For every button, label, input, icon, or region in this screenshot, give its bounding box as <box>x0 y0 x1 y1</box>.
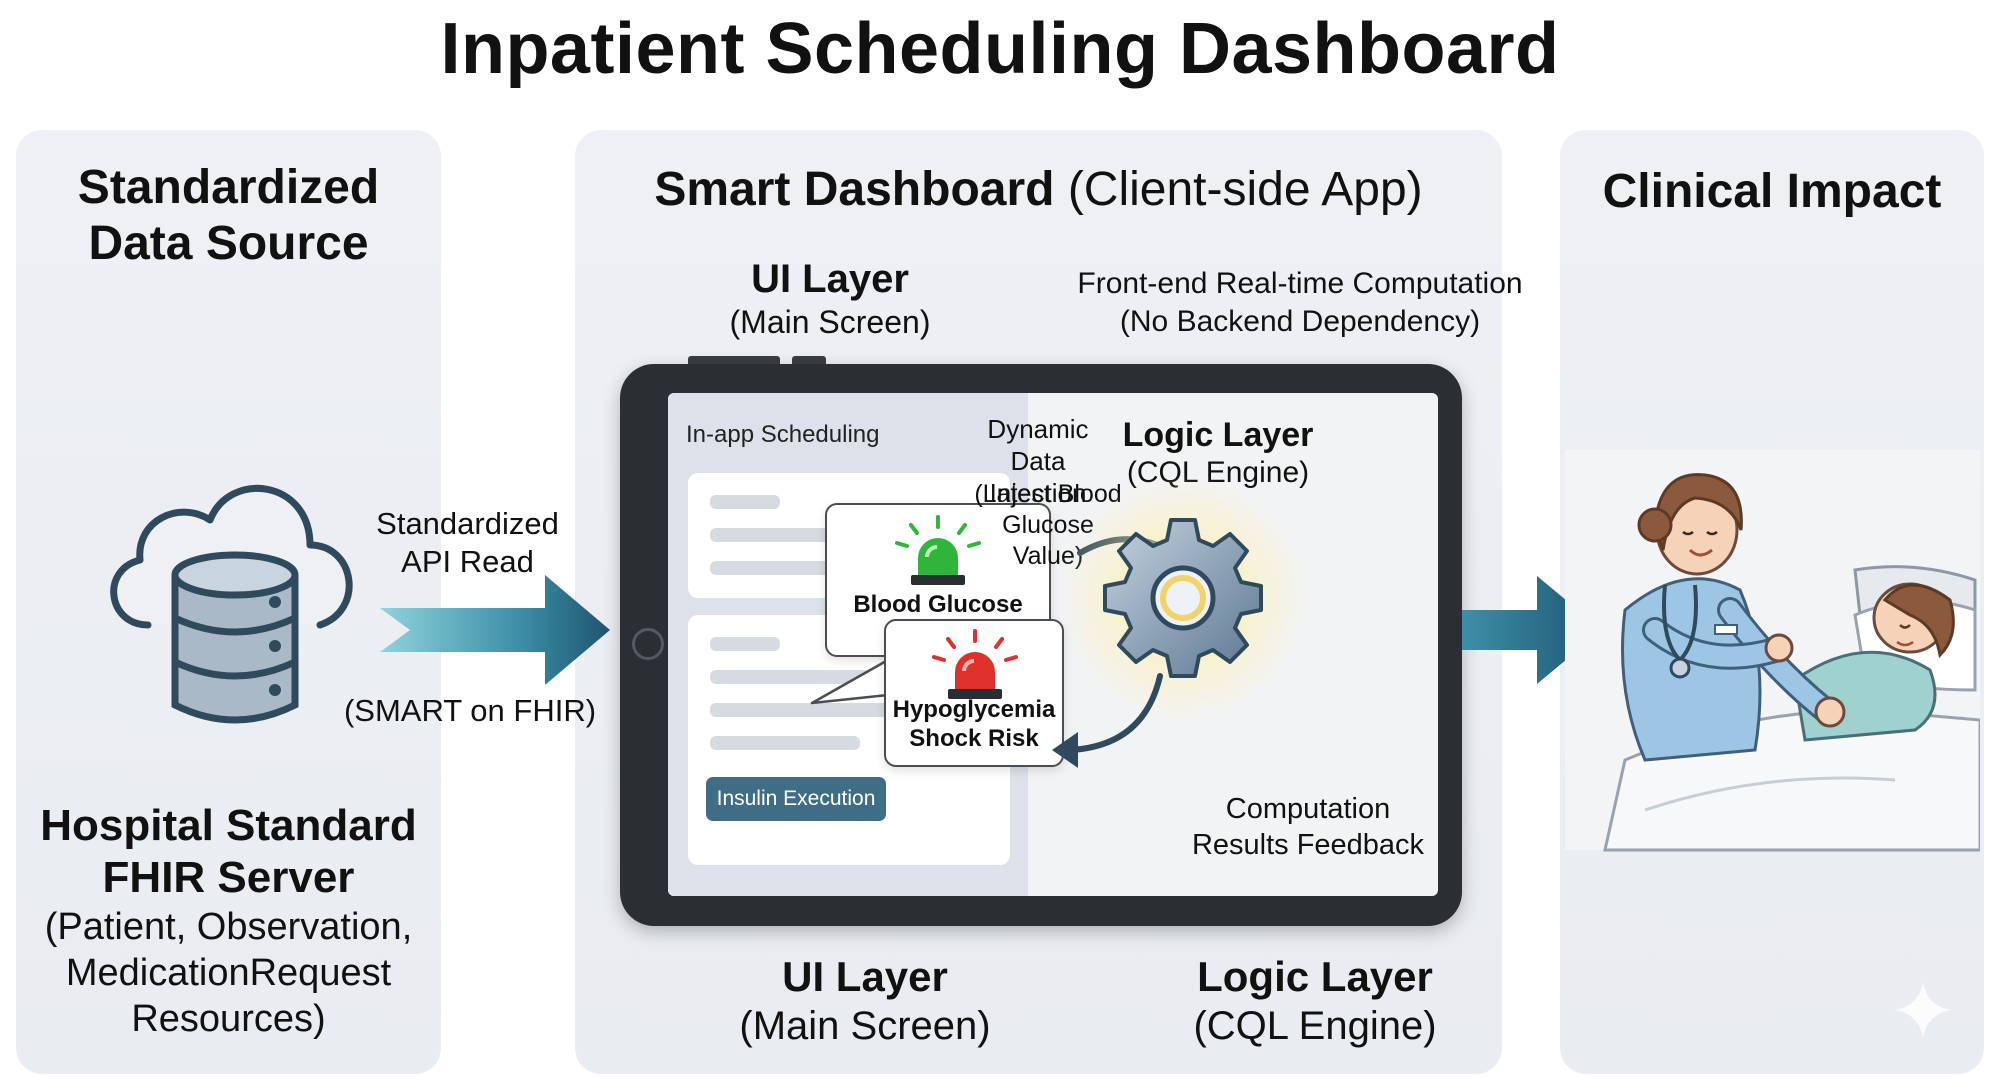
nurse-patient-illustration <box>1565 450 1980 852</box>
ui-layer-top-subtitle: (Main Screen) <box>729 304 931 340</box>
ui-layer-top-label: UI Layer (Main Screen) <box>700 256 960 342</box>
logic-layer-screen-title: Logic Layer <box>1122 416 1314 454</box>
fhir-server-title-line2: FHIR Server <box>102 853 355 902</box>
logic-layer-bottom-subtitle: (CQL Engine) <box>1193 1004 1437 1048</box>
fhir-server-title-line1: Hospital Standard <box>40 801 417 850</box>
card-line <box>710 637 780 651</box>
red-alert-text: Hypoglycemia Shock Risk <box>892 696 1056 752</box>
middle-heading-light: (Client-side App) <box>1067 163 1423 216</box>
middle-heading-bold: Smart Dashboard <box>654 163 1055 216</box>
tablet-camera <box>632 628 664 660</box>
clinical-impact-heading: Clinical Impact <box>1602 165 1942 218</box>
smart-on-fhir-label: (SMART on FHIR) <box>343 693 597 728</box>
card-line <box>710 495 780 509</box>
ui-layer-top-title: UI Layer <box>751 257 909 301</box>
left-heading-line2: Data Source <box>88 217 369 270</box>
hypoglycemia-risk-alert <box>884 619 1064 767</box>
computation-feedback-label: Computation Results Feedback <box>1191 793 1425 861</box>
sparkle-icon <box>1895 982 1951 1038</box>
api-read-label: Standardized API Read <box>376 506 559 579</box>
scheduling-label: In-app Scheduling <box>686 421 880 448</box>
fhir-server-description: (Patient, Observation, MedicationRequest… <box>44 906 413 1040</box>
left-heading-line1: Standardized <box>77 161 380 214</box>
dynamic-data-injection-label: Dynamic Data Injection <box>987 414 1089 508</box>
logic-layer-bottom-label: Logic Layer (CQL Engine) <box>1165 952 1465 1050</box>
gear-icon <box>1103 518 1263 678</box>
card-line <box>710 736 860 750</box>
fhir-server-title: Hospital Standard FHIR Server <box>16 800 441 904</box>
middle-panel-heading: Smart Dashboard (Client-side App) <box>575 162 1502 218</box>
frontend-computation-note: Front-end Real-time Computation (No Back… <box>1077 267 1523 338</box>
left-panel-heading: Standardized Data Source <box>16 160 441 272</box>
ui-layer-bottom-subtitle: (Main Screen) <box>739 1004 991 1048</box>
card-line <box>710 670 870 684</box>
card-line <box>710 703 910 717</box>
ui-layer-bottom-title: UI Layer <box>782 953 948 1000</box>
red-siren-icon <box>932 629 1018 699</box>
tablet-top-button <box>688 356 780 366</box>
ui-layer-bottom-label: UI Layer (Main Screen) <box>720 952 1010 1050</box>
logic-layer-bottom-title: Logic Layer <box>1197 953 1433 1000</box>
api-read-arrow <box>380 575 610 685</box>
tablet-top-button-2 <box>792 356 826 366</box>
green-siren-icon <box>895 515 981 585</box>
insulin-execution-button[interactable]: Insulin Execution <box>706 777 886 821</box>
tablet-screen: In-app Scheduling Blood Glucose Safe <box>668 393 1438 896</box>
page-title: Inpatient Scheduling Dashboard <box>440 9 1560 89</box>
cloud-database-icon <box>110 484 353 724</box>
results-feedback-arrow <box>1052 673 1163 768</box>
